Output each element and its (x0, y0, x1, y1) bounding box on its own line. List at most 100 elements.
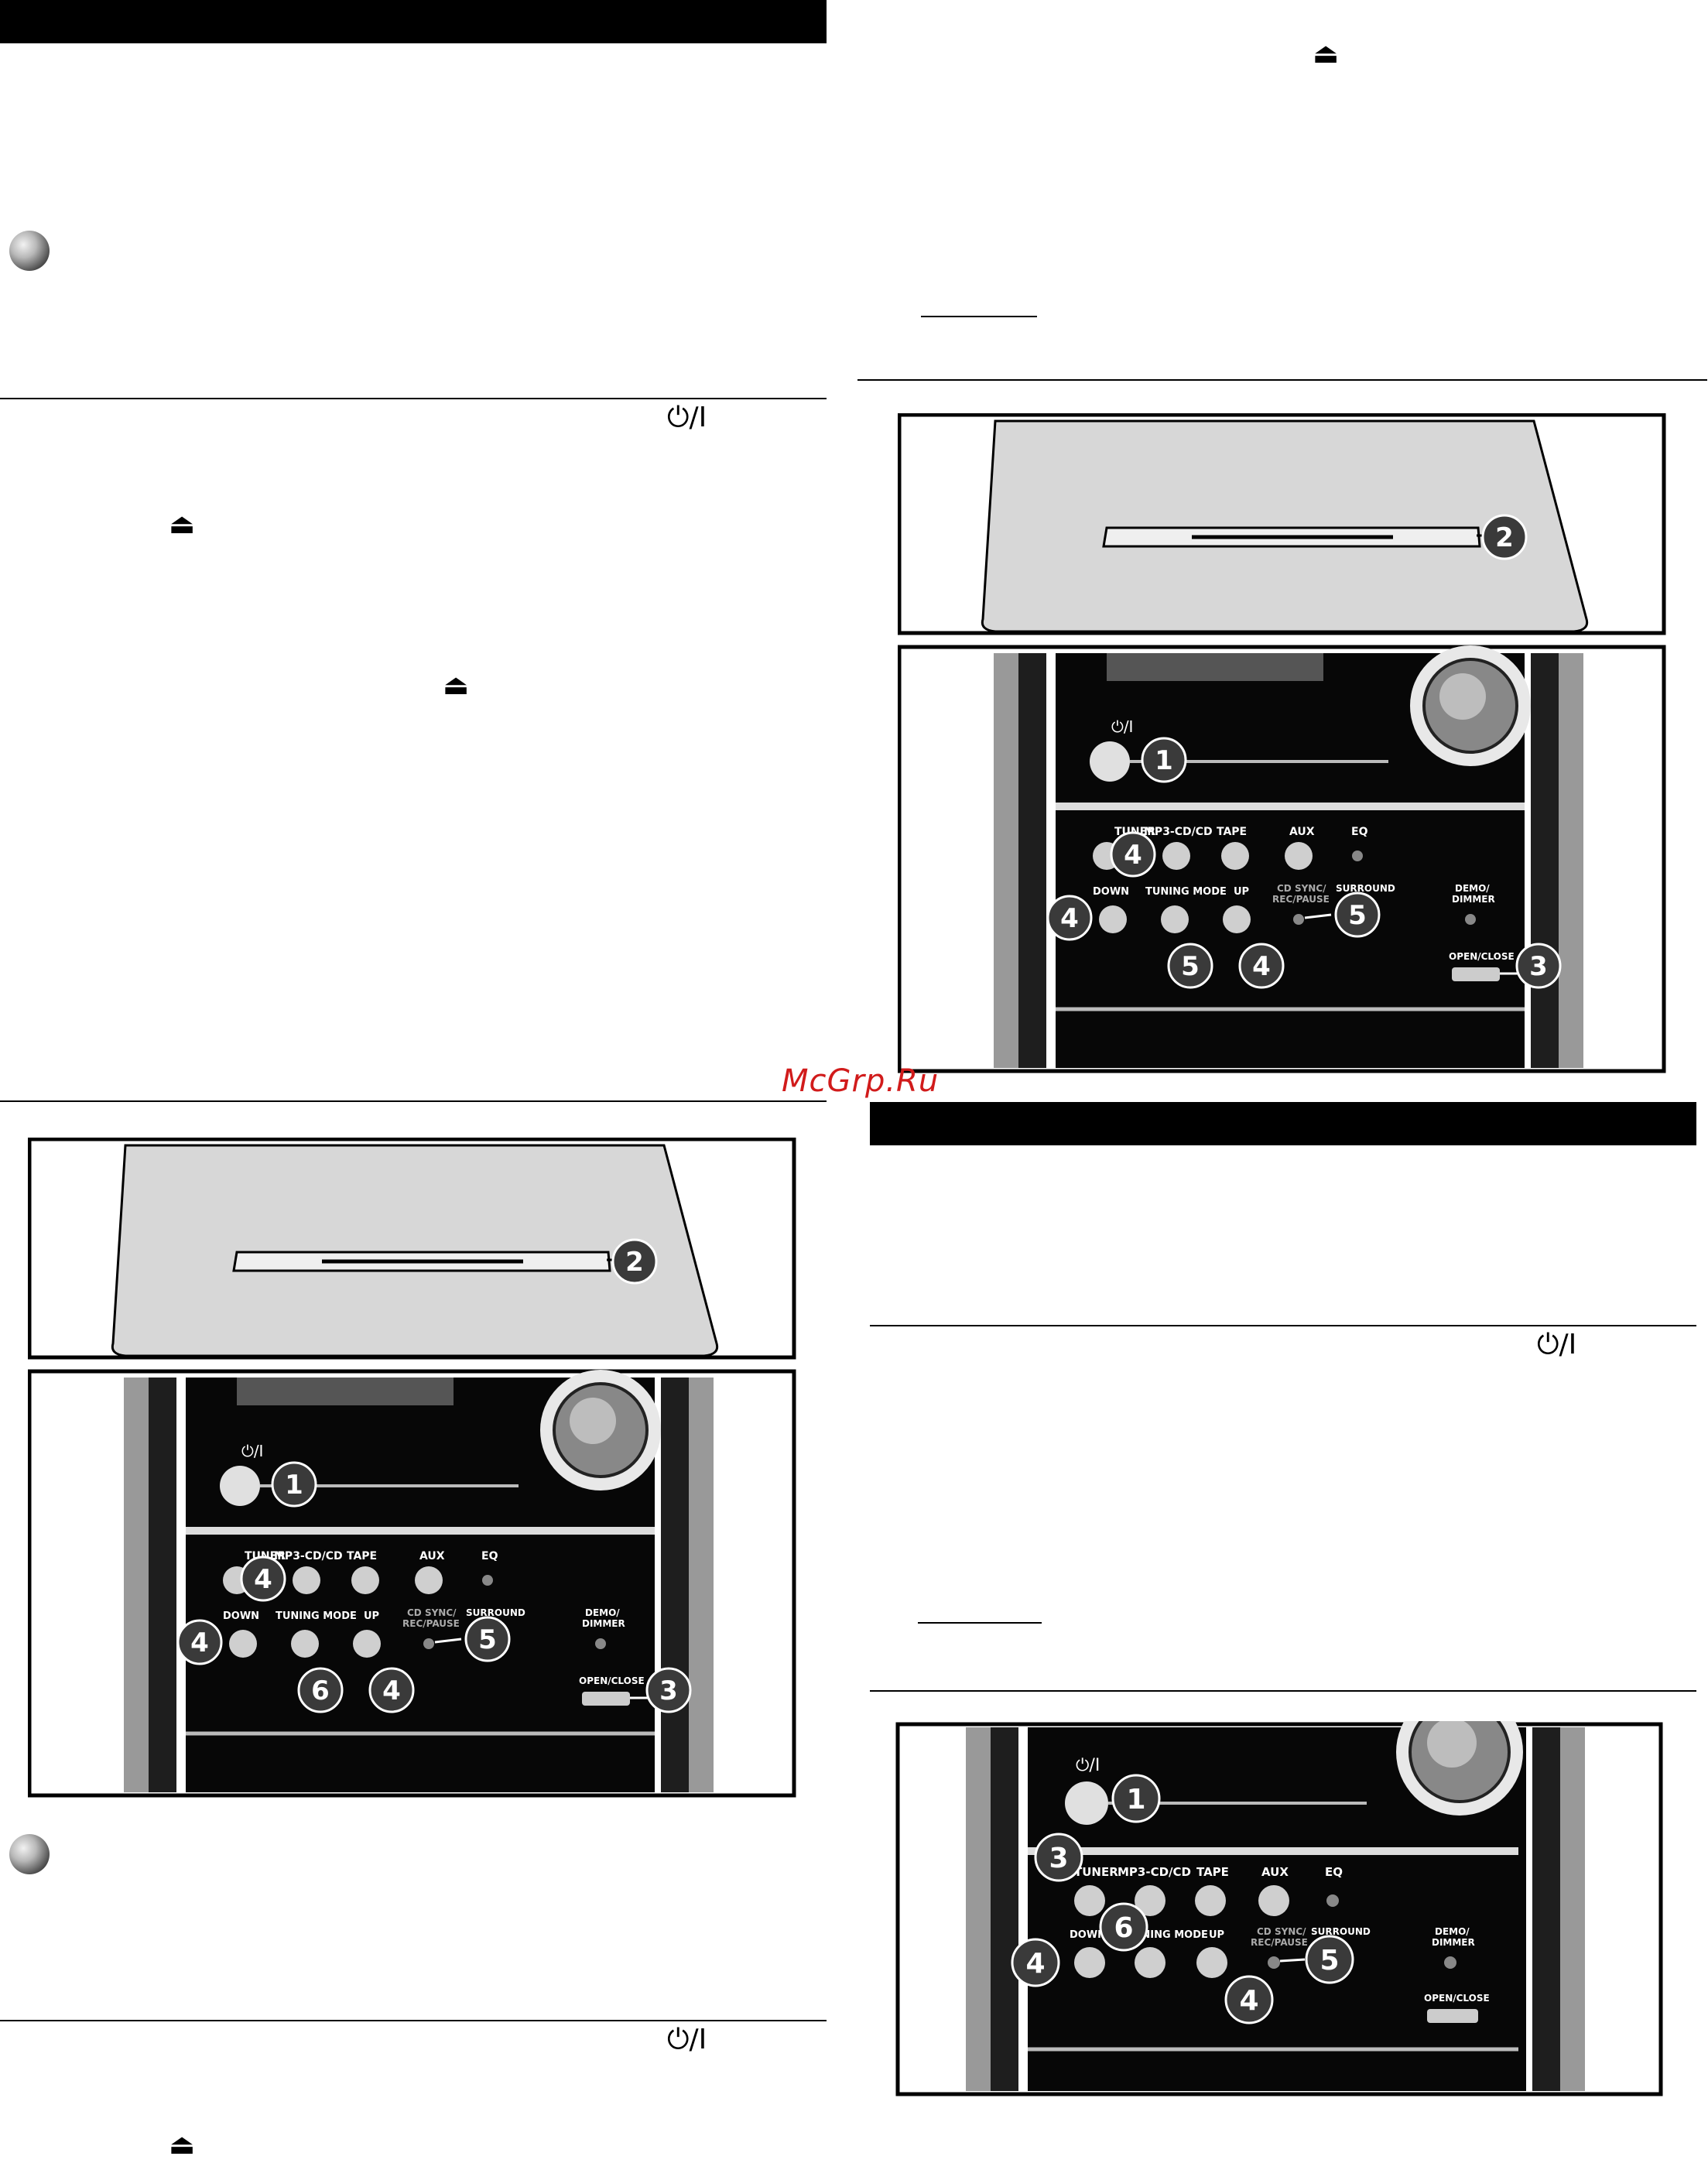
svg-text:⏻/I: ⏻/I (241, 1442, 263, 1460)
svg-text:UP: UP (364, 1610, 379, 1622)
svg-text:1: 1 (1155, 745, 1173, 776)
svg-text:DIMMER: DIMMER (1452, 894, 1495, 905)
svg-text:SURROUND: SURROUND (1336, 883, 1395, 894)
svg-text:TUNING MODE: TUNING MODE (1145, 886, 1227, 898)
svg-text:DOWN: DOWN (1093, 886, 1129, 898)
svg-text:DEMO/: DEMO/ (1455, 883, 1490, 894)
svg-text:5: 5 (1320, 1945, 1339, 1976)
svg-text:⏻/I: ⏻/I (1111, 717, 1133, 736)
bullet-icon (9, 231, 50, 271)
svg-text:2: 2 (1495, 522, 1514, 553)
callout-1 (1141, 737, 1187, 783)
callout-3 (1515, 943, 1562, 989)
callout-6 (297, 1667, 344, 1713)
svg-text:TAPE: TAPE (347, 1550, 377, 1562)
callout-3 (1034, 1833, 1083, 1882)
svg-text:MP3-CD/CD: MP3-CD/CD (274, 1550, 343, 1562)
svg-text:4: 4 (382, 1675, 401, 1706)
eject-icon: ⏏ (1313, 38, 1340, 70)
svg-text:REC/PAUSE: REC/PAUSE (402, 1618, 460, 1629)
svg-text:DEMO/: DEMO/ (1435, 1926, 1470, 1937)
svg-text:MP3-CD/CD: MP3-CD/CD (1118, 1865, 1191, 1879)
callout-4 (1046, 895, 1093, 941)
svg-text:6: 6 (1114, 1912, 1133, 1944)
section-header-bar-right (870, 1102, 1696, 1145)
svg-text:4: 4 (1252, 951, 1271, 982)
svg-text:TUNER: TUNER (1074, 1865, 1118, 1879)
callout-3 (645, 1667, 692, 1713)
bullet-icon (9, 1834, 50, 1874)
callout-2-label: 2 (625, 1247, 644, 1278)
svg-text:5: 5 (1348, 900, 1367, 931)
power-icon: ⏻/I (1537, 1329, 1577, 1360)
svg-text:AUX: AUX (1289, 826, 1315, 838)
svg-text:5: 5 (1181, 951, 1200, 982)
section-divider (0, 1100, 827, 1102)
svg-text:DIMMER: DIMMER (582, 1618, 625, 1629)
svg-text:OPEN/CLOSE: OPEN/CLOSE (1449, 951, 1515, 962)
svg-text:OPEN/CLOSE: OPEN/CLOSE (579, 1675, 645, 1686)
svg-text:AUX: AUX (1261, 1865, 1289, 1879)
callout-5 (1167, 943, 1213, 989)
section-divider (870, 1690, 1696, 1692)
svg-text:4: 4 (1060, 903, 1079, 934)
callout-4 (1224, 1975, 1274, 2024)
section-divider (0, 2020, 827, 2021)
svg-text:⏻/I: ⏻/I (1076, 1756, 1100, 1775)
section-divider (0, 398, 827, 399)
svg-text:REC/PAUSE: REC/PAUSE (1272, 894, 1330, 905)
svg-text:4: 4 (190, 1627, 209, 1658)
section-header-bar-left (0, 0, 827, 43)
section-divider (870, 1325, 1696, 1326)
callout-4 (1238, 943, 1285, 989)
svg-text:5: 5 (478, 1624, 497, 1655)
device-illustration-fig3: ⏻/I 1 TUNER MP3-CD/CD TAPE AUX EQ 3 DOWN… (895, 1721, 1663, 2096)
svg-text:DIMMER: DIMMER (1432, 1937, 1475, 1948)
device-illustration-fig2: 2 ⏻/I 1 TUNER MP3-CD/CD TAPE AUX EQ 4 DO… (898, 413, 1666, 1073)
svg-text:6: 6 (311, 1675, 330, 1706)
svg-text:CD SYNC/: CD SYNC/ (1257, 1926, 1306, 1937)
svg-text:DOWN: DOWN (1070, 1929, 1106, 1941)
callout-4 (176, 1619, 223, 1665)
underline-mark (921, 316, 1037, 317)
svg-text:1: 1 (285, 1470, 303, 1501)
callout-1 (1111, 1774, 1161, 1823)
svg-text:UP: UP (1234, 886, 1249, 898)
power-icon: ⏻/I (667, 402, 707, 433)
svg-text:CD SYNC/: CD SYNC/ (407, 1607, 457, 1618)
callout-5 (1334, 892, 1381, 938)
svg-text:CD SYNC/: CD SYNC/ (1277, 883, 1326, 894)
callout-4 (368, 1667, 415, 1713)
svg-text:TUNING MODE: TUNING MODE (276, 1610, 357, 1622)
callout-4 (240, 1556, 286, 1602)
svg-text:EQ: EQ (1351, 826, 1368, 838)
callout-1 (271, 1461, 317, 1508)
svg-text:4: 4 (254, 1564, 272, 1595)
svg-text:SURROUND: SURROUND (466, 1607, 525, 1618)
svg-text:DOWN: DOWN (223, 1610, 259, 1622)
svg-text:4: 4 (1124, 840, 1142, 871)
svg-text:3: 3 (659, 1675, 678, 1706)
svg-text:4: 4 (1025, 1948, 1045, 1980)
svg-text:1: 1 (1126, 1784, 1145, 1816)
eject-icon: ⏏ (443, 669, 470, 701)
svg-text:3: 3 (1529, 951, 1548, 982)
svg-text:AUX: AUX (419, 1550, 445, 1562)
callout-2 (1481, 514, 1528, 560)
callout-2 (611, 1238, 658, 1285)
svg-text:TAPE: TAPE (1217, 826, 1247, 838)
callout-4 (1011, 1938, 1060, 1987)
callout-4 (1110, 831, 1156, 878)
watermark: McGrp.Ru (782, 1063, 940, 1099)
svg-text:SURROUND: SURROUND (1311, 1926, 1371, 1937)
callout-5 (464, 1616, 511, 1662)
svg-text:EQ: EQ (1325, 1865, 1343, 1879)
svg-text:TAPE: TAPE (1196, 1865, 1229, 1879)
eject-icon: ⏏ (169, 508, 196, 540)
eject-icon: ⏏ (169, 2129, 196, 2161)
svg-text:DEMO/: DEMO/ (585, 1607, 620, 1618)
callout-5 (1305, 1935, 1354, 1984)
underline-mark (918, 1622, 1042, 1624)
svg-text:EQ: EQ (481, 1550, 498, 1562)
svg-text:3: 3 (1049, 1843, 1068, 1874)
